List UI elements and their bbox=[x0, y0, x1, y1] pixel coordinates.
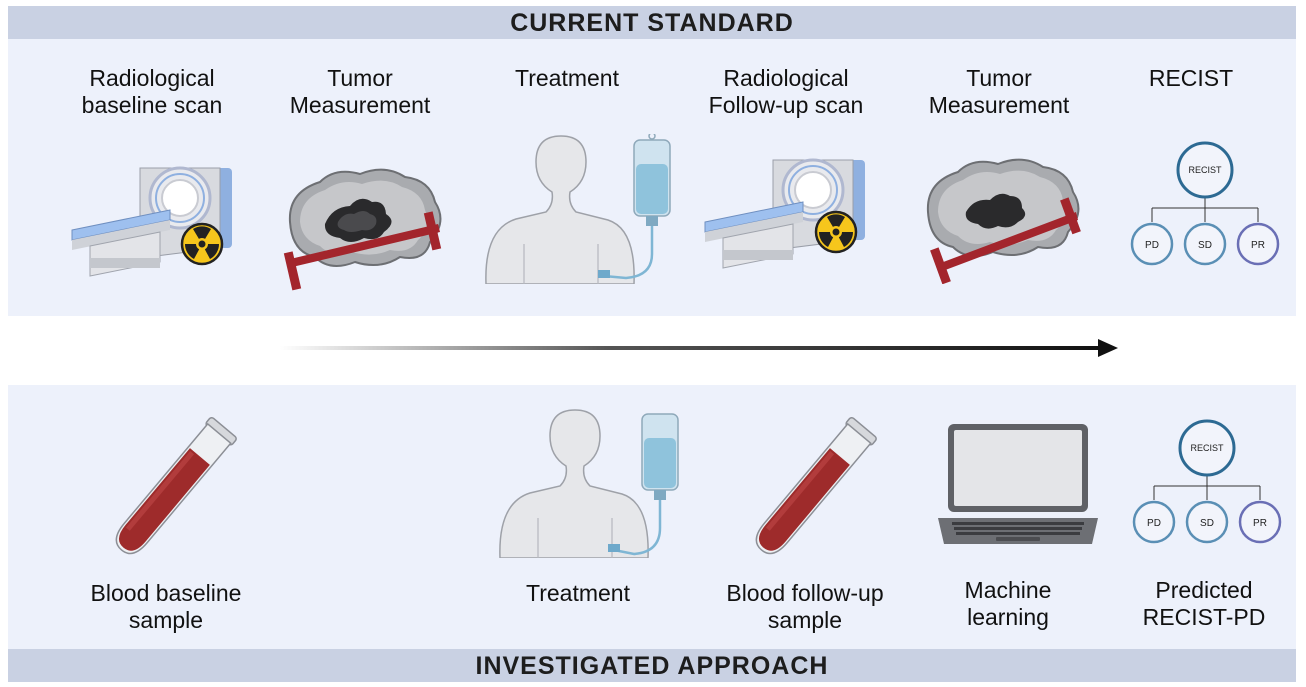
laptop-icon bbox=[938, 424, 1098, 544]
recist-root-node bbox=[1176, 141, 1234, 199]
current-standard-band: CURRENT STANDARD bbox=[8, 6, 1296, 39]
radiation-icon bbox=[180, 222, 224, 266]
recist-leaf-sd-label: SD bbox=[1198, 240, 1212, 251]
radiation-icon bbox=[814, 210, 858, 254]
step-label-tumor-measurement-1: Tumor Measurement bbox=[289, 65, 431, 118]
step-label-treatment-top: Treatment bbox=[515, 65, 619, 91]
recist-leaf-pd-label: PD bbox=[1145, 240, 1159, 251]
recist-leaf-pd bbox=[1130, 222, 1174, 266]
recist-leaf-pr-label: PR bbox=[1253, 518, 1267, 529]
recist-root-label: RECIST bbox=[1190, 443, 1224, 453]
investigated-approach-title: INVESTIGATED APPROACH bbox=[475, 652, 829, 680]
step-label-followup-scan: Radiological Follow-up scan bbox=[708, 65, 864, 118]
patient-iv-icon bbox=[485, 134, 671, 284]
recist-tree-icon: RECIST PD SD PR bbox=[1130, 141, 1280, 266]
recist-leaf-sd bbox=[1185, 500, 1229, 544]
investigated-approach-band: INVESTIGATED APPROACH bbox=[8, 649, 1296, 682]
patient-iv-icon bbox=[499, 409, 679, 558]
recist-root-label: RECIST bbox=[1188, 165, 1222, 175]
recist-tree-icon: RECIST PD SD PR bbox=[1132, 419, 1282, 544]
step-label-blood-followup: Blood follow-up sample bbox=[726, 580, 884, 633]
current-standard-title: CURRENT STANDARD bbox=[510, 9, 794, 37]
tumor-icon bbox=[926, 158, 1081, 284]
timeline-arrow bbox=[280, 339, 1118, 357]
recist-leaf-sd bbox=[1183, 222, 1227, 266]
recist-root-node bbox=[1178, 419, 1236, 477]
ct-scanner-icon bbox=[71, 166, 232, 277]
recist-leaf-pd-label: PD bbox=[1147, 518, 1161, 529]
recist-leaf-pr-label: PR bbox=[1251, 240, 1265, 251]
recist-leaf-pr bbox=[1238, 500, 1282, 544]
step-label-recist: RECIST bbox=[1148, 65, 1234, 91]
step-label-tumor-measurement-2: Tumor Measurement bbox=[928, 65, 1070, 118]
step-label-baseline-scan: Radiological baseline scan bbox=[81, 65, 223, 118]
test-tube-icon bbox=[115, 416, 237, 555]
test-tube-icon bbox=[755, 416, 877, 555]
step-label-machine-learning: Machine learning bbox=[964, 577, 1052, 630]
tumor-icon bbox=[283, 168, 442, 291]
recist-leaf-pr bbox=[1236, 222, 1280, 266]
step-label-blood-baseline: Blood baseline sample bbox=[90, 580, 242, 633]
step-label-predicted-recist: Predicted RECIST-PD bbox=[1142, 577, 1266, 630]
step-label-treatment-bottom: Treatment bbox=[526, 580, 630, 606]
recist-leaf-pd bbox=[1132, 500, 1176, 544]
recist-leaf-sd-label: SD bbox=[1200, 518, 1214, 529]
